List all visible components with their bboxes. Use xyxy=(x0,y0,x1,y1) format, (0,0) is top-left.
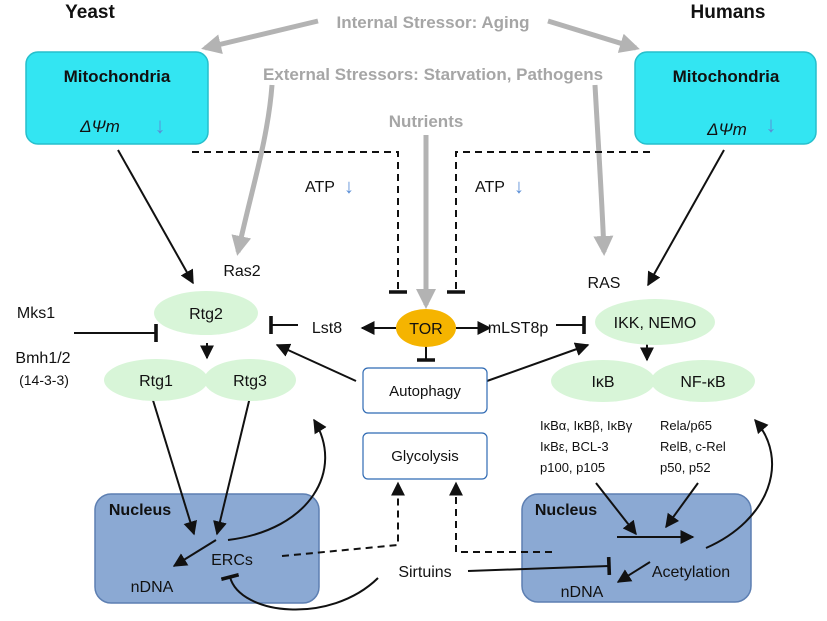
nfkb-node xyxy=(651,360,755,402)
bmh-alias-label: (14-3-3) xyxy=(19,372,69,388)
rtg3-label: Rtg3 xyxy=(233,373,267,390)
glycolysis-label: Glycolysis xyxy=(391,448,459,465)
ikb-member-line: p100, p105 xyxy=(540,460,605,475)
nfkb-member-line: p50, p52 xyxy=(660,460,711,475)
atp-label-right: ATP xyxy=(475,179,505,196)
acetylation-to-ndna-arrow xyxy=(616,561,651,583)
rtg3-to-ercs-arrow xyxy=(213,396,251,536)
yeast-mito-down-arrow: ↓ xyxy=(155,113,166,138)
ercs-label: ERCs xyxy=(211,552,253,569)
ercs-to-ndna-arrow xyxy=(172,539,217,567)
yeast-mitochondria-box xyxy=(25,51,209,145)
yeast-mito-to-rtg2-arrow xyxy=(117,149,194,285)
yeast-mitochondria-label: Mitochondria xyxy=(64,67,171,86)
autophagy-box xyxy=(362,367,488,414)
ikk-node xyxy=(595,299,715,345)
sirtuins-inhibit-acetylation xyxy=(467,556,612,576)
mks1-label: Mks1 xyxy=(17,305,55,322)
mlst8p-label: mLST8p xyxy=(488,320,549,337)
stressor-arrows xyxy=(201,18,640,309)
yeast-header: Yeast xyxy=(65,2,115,23)
sirtuins-label: Sirtuins xyxy=(398,564,451,581)
nfkb-member-line: Rela/p65 xyxy=(660,418,712,433)
yeast-nucleus-label: Nucleus xyxy=(109,502,171,519)
atp-down-arrow-right: ↓ xyxy=(514,176,524,198)
aging-to-yeast-mito-arrow xyxy=(201,18,319,55)
bmh-label: Bmh1/2 xyxy=(15,350,70,367)
nfkb-label: NF-κB xyxy=(680,374,725,391)
human-mito-to-ikk-arrow xyxy=(647,149,725,287)
external-stressor-label: External Stressors: Starvation, Pathogen… xyxy=(263,65,603,84)
autophagy-to-rtg2-arrow xyxy=(275,343,357,382)
atp-label-left: ATP xyxy=(305,179,335,196)
human-mitochondria-box xyxy=(634,51,817,145)
ras-label: RAS xyxy=(588,275,621,292)
sirtuins-inhibit-ercs xyxy=(220,572,379,611)
rtg2-label: Rtg2 xyxy=(189,306,223,323)
human-membrane-potential: ΔΨm xyxy=(706,120,747,139)
sirtuin-dashed-lines xyxy=(281,481,552,557)
nfkb-member-line: RelB, c-Rel xyxy=(660,439,726,454)
aging-to-human-mito-arrow xyxy=(547,18,640,53)
ikb-members-to-nucleus-arrow xyxy=(595,482,637,536)
solid-arrows xyxy=(74,149,773,611)
tor-label: TOR xyxy=(409,321,442,338)
rtg2-node xyxy=(154,291,258,335)
external-to-ras-arrow xyxy=(592,84,614,256)
acetylation-label: Acetylation xyxy=(652,564,730,581)
atp-down-arrow-left: ↓ xyxy=(344,176,354,198)
yeast-ndna-label: nDNA xyxy=(131,579,174,596)
ikb-member-line: IκBε, BCL-3 xyxy=(540,439,609,454)
ikb-label: IκB xyxy=(591,374,614,391)
human-nucleus-box xyxy=(521,493,752,603)
autophagy-label: Autophagy xyxy=(389,383,461,400)
autophagy-to-ikk-arrow xyxy=(486,342,590,382)
internal-stressor-label: Internal Stressor: Aging xyxy=(336,13,529,32)
human-mito-down-arrow: ↓ xyxy=(766,112,777,137)
ercs-feedback-arrow xyxy=(227,418,327,541)
acetylation-feedback-arrow xyxy=(705,418,773,549)
external-to-ras2-arrow xyxy=(231,84,275,256)
ikb-node xyxy=(551,360,655,402)
ikb-member-line: IκBα, IκBβ, IκBγ xyxy=(540,418,633,433)
yeast-membrane-potential: ΔΨm xyxy=(79,117,120,136)
nutrients-label: Nutrients xyxy=(389,112,464,131)
nfkb-members-to-nucleus-arrow xyxy=(665,482,699,529)
rtg1-node xyxy=(104,359,208,401)
rtg1-to-ercs-arrow xyxy=(151,396,197,536)
ikk-label: IKK, NEMO xyxy=(614,315,697,332)
tor-node xyxy=(396,309,456,347)
rtg3-node xyxy=(204,359,296,401)
ras2-label: Ras2 xyxy=(223,263,260,280)
rtg1-label: Rtg1 xyxy=(139,373,173,390)
glycolysis-box xyxy=(362,432,488,480)
human-nucleus-label: Nucleus xyxy=(535,502,597,519)
human-mitochondria-label: Mitochondria xyxy=(673,67,780,86)
yeast-nucleus-box xyxy=(94,493,320,604)
human-ndna-label: nDNA xyxy=(561,584,604,601)
atp-dashed-lines xyxy=(192,151,650,294)
humans-header: Humans xyxy=(691,2,766,23)
lst8-label: Lst8 xyxy=(312,320,342,337)
protein-nodes xyxy=(104,291,755,402)
